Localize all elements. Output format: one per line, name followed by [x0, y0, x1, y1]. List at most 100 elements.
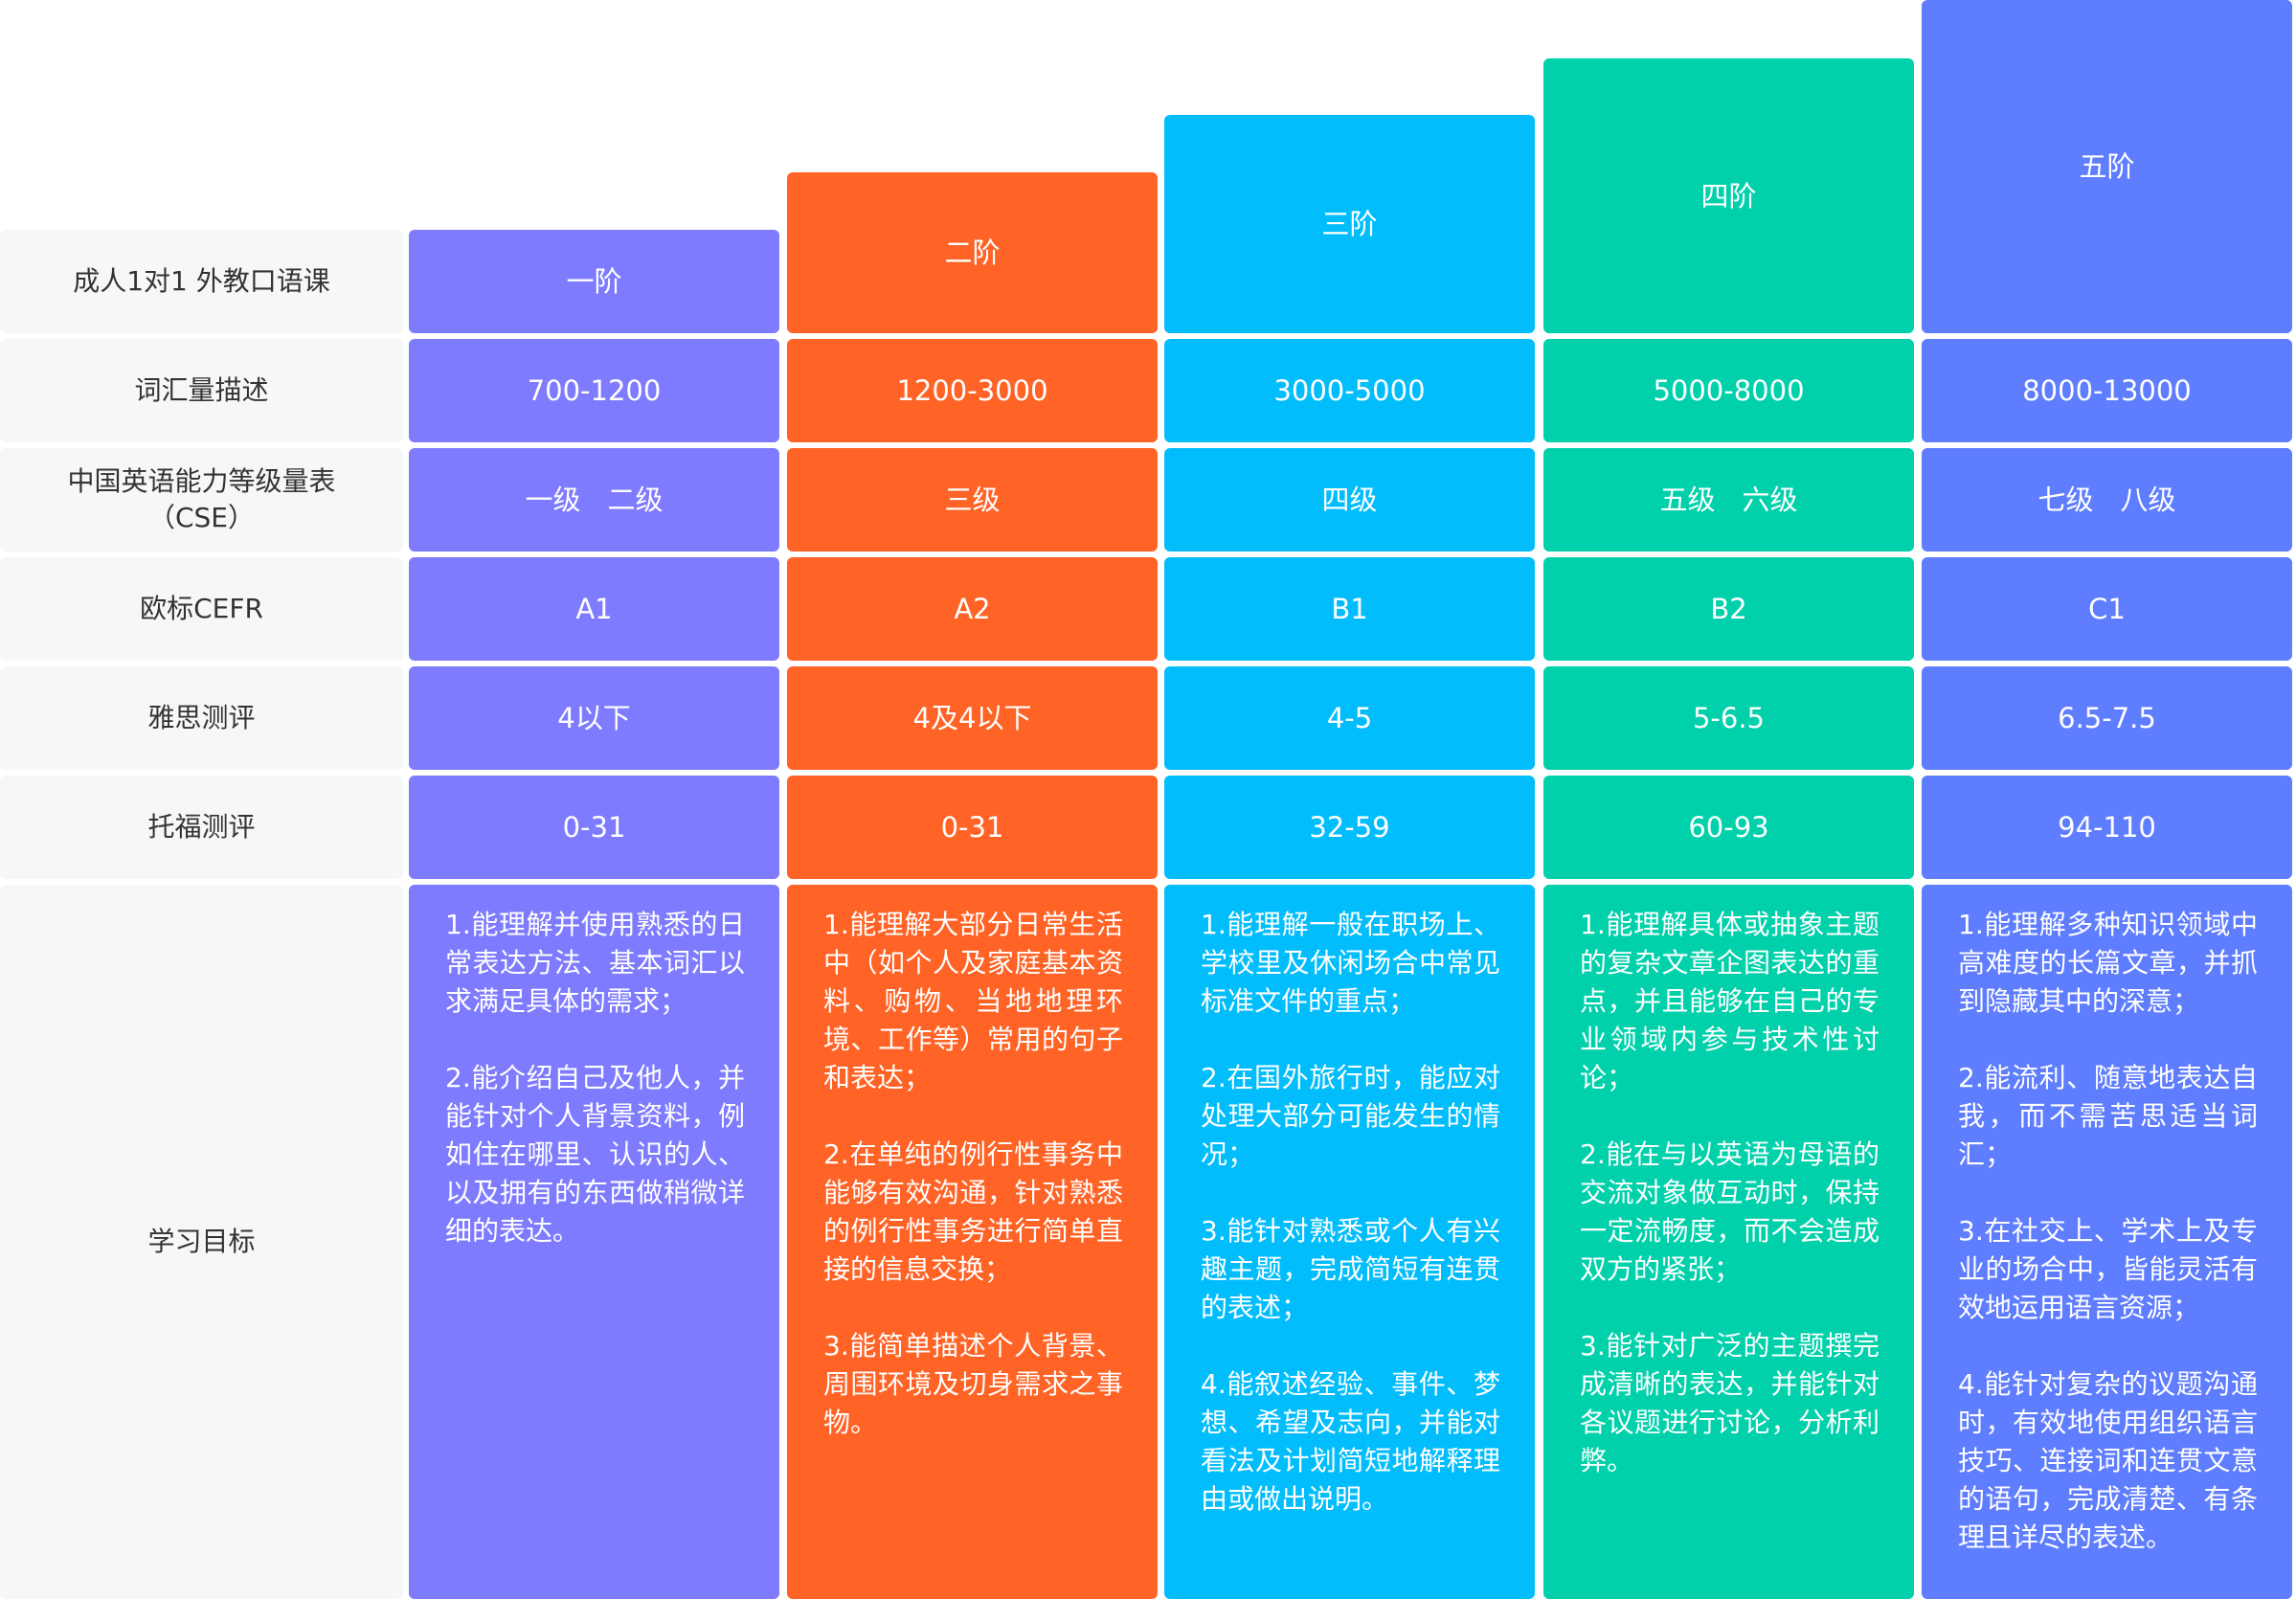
row-label-vocab-text: 词汇量描述: [134, 374, 269, 406]
goal-list: 1.能理解并使用熟悉的日常表达方法、基本词汇以求满足具体的需求； 2.能介绍自己及…: [445, 906, 745, 1289]
level-1-goals-cell: 1.能理解并使用熟悉的日常表达方法、基本词汇以求满足具体的需求； 2.能介绍自己及…: [409, 885, 779, 1599]
level-ielts-value: 4及4以下: [912, 702, 1032, 734]
level-5-vocab-cell: 8000-13000: [1922, 339, 2292, 442]
goal-item: 2.在国外旅行时，能应对处理大部分可能发生的情况；: [1201, 1062, 1500, 1170]
level-2-cse-cell: 三级: [787, 448, 1158, 552]
cse-level: 六级: [1742, 484, 1798, 516]
goal-list: 1.能理解一般在职场上、学校里及休闲场合中常见标准文件的重点； 2.在国外旅行时，…: [1201, 906, 1500, 1557]
cse-level: 八级: [2120, 484, 2176, 516]
level-name: 三阶: [1321, 208, 1378, 240]
level-4-vocab-cell: 5000-8000: [1543, 339, 1914, 442]
level-cefr-value: B1: [1331, 593, 1368, 625]
cse-level: 七级: [2037, 484, 2094, 516]
cse-levels: 四级: [1321, 482, 1377, 518]
level-2-goals-cell: 1.能理解大部分日常生活中（如个人及家庭基本资料、购物、当地地理环境、工作等）常…: [787, 885, 1158, 1599]
row-label-goals-text: 学习目标: [147, 1226, 256, 1257]
goal-item: 1.能理解多种知识领域中高难度的长篇文章，并抓到隐藏其中的深意；: [1958, 909, 2258, 1017]
goal-list: 1.能理解大部分日常生活中（如个人及家庭基本资料、购物、当地地理环境、工作等）常…: [823, 906, 1123, 1480]
level-1-vocab-cell: 700-1200: [409, 339, 779, 442]
goal-item: 2.能在与以英语为母语的交流对象做互动时，保持一定流畅度，而不会造成双方的紧张；: [1580, 1138, 1880, 1285]
level-cefr-value: B2: [1710, 593, 1747, 625]
row-label-cse: 中国英语能力等级量表 （CSE）: [0, 448, 403, 552]
cse-level: 二级: [607, 484, 664, 516]
goal-item: 3.在社交上、学术上及专业的场合中，皆能灵活有效地运用语言资源；: [1958, 1215, 2258, 1323]
row-label-cse-line1: 中国英语能力等级量表: [67, 465, 336, 497]
cse-level: 一级: [525, 484, 581, 516]
cse-levels: 三级: [944, 482, 1000, 518]
level-cefr-value: A2: [954, 593, 991, 625]
level-1-ielts-cell: 4以下: [409, 666, 779, 770]
level-4-toefl-cell: 60-93: [1543, 776, 1914, 879]
level-ielts-value: 4-5: [1326, 702, 1373, 734]
level-header-1: 一阶: [409, 230, 779, 333]
level-4-ielts-cell: 5-6.5: [1543, 666, 1914, 770]
level-header-4: 四阶: [1543, 58, 1914, 333]
level-vocab-value: 3000-5000: [1273, 374, 1426, 407]
level-2-vocab-cell: 1200-3000: [787, 339, 1158, 442]
cse-level: 五级: [1659, 484, 1716, 516]
level-3-toefl-cell: 32-59: [1164, 776, 1535, 879]
goal-item: 1.能理解具体或抽象主题的复杂文章企图表达的重点，并且能够在自己的专业领域内参与…: [1580, 909, 1880, 1093]
level-name: 五阶: [2079, 150, 2135, 183]
level-3-cse-cell: 四级: [1164, 448, 1535, 552]
level-3-goals-cell: 1.能理解一般在职场上、学校里及休闲场合中常见标准文件的重点； 2.在国外旅行时，…: [1164, 885, 1535, 1599]
level-cefr-value: C1: [2088, 593, 2126, 625]
row-label-ielts: 雅思测评: [0, 666, 403, 770]
level-toefl-value: 94-110: [2058, 811, 2156, 844]
row-label-toefl: 托福测评: [0, 776, 403, 879]
level-vocab-value: 8000-13000: [2022, 374, 2192, 407]
level-name: 一阶: [566, 265, 622, 298]
level-name: 四阶: [1700, 179, 1757, 213]
level-1-toefl-cell: 0-31: [409, 776, 779, 879]
cse-level: 三级: [944, 484, 1001, 516]
goal-item: 3.能针对广泛的主题撰完成清晰的表达，并能针对各议题进行讨论，分析利弊。: [1580, 1330, 1880, 1476]
level-5-toefl-cell: 94-110: [1922, 776, 2292, 879]
goal-list: 1.能理解多种知识领域中高难度的长篇文章，并抓到隐藏其中的深意； 2.能流利、随意…: [1958, 906, 2258, 1595]
level-toefl-value: 0-31: [940, 811, 1004, 844]
level-vocab-value: 5000-8000: [1653, 374, 1805, 407]
level-ielts-value: 5-6.5: [1692, 702, 1766, 734]
row-label-goals: 学习目标: [0, 885, 403, 1599]
row-label-vocab: 词汇量描述: [0, 339, 403, 442]
level-5-ielts-cell: 6.5-7.5: [1922, 666, 2292, 770]
level-header-2: 二阶: [787, 172, 1158, 333]
row-label-course: 成人1对1 外教口语课: [0, 230, 403, 333]
cse-levels: 五级六级: [1659, 482, 1797, 518]
level-4-cefr-cell: B2: [1543, 557, 1914, 661]
level-name: 二阶: [944, 236, 1001, 269]
cse-level: 四级: [1321, 484, 1378, 516]
level-5-goals-cell: 1.能理解多种知识领域中高难度的长篇文章，并抓到隐藏其中的深意； 2.能流利、随意…: [1922, 885, 2292, 1599]
level-header-5: 五阶: [1922, 0, 2292, 333]
row-label-cse-line2: （CSE）: [147, 502, 256, 533]
cse-levels: 一级二级: [525, 482, 663, 518]
level-3-ielts-cell: 4-5: [1164, 666, 1535, 770]
level-header-3: 三阶: [1164, 115, 1535, 333]
row-label-toefl-text: 托福测评: [147, 811, 256, 843]
goal-item: 1.能理解并使用熟悉的日常表达方法、基本词汇以求满足具体的需求；: [445, 909, 745, 1017]
goal-item: 1.能理解大部分日常生活中（如个人及家庭基本资料、购物、当地地理环境、工作等）常…: [823, 909, 1123, 1093]
goal-list: 1.能理解具体或抽象主题的复杂文章企图表达的重点，并且能够在自己的专业领域内参与…: [1580, 906, 1880, 1519]
goal-item: 1.能理解一般在职场上、学校里及休闲场合中常见标准文件的重点；: [1201, 909, 1500, 1017]
goal-item: 3.能针对熟悉或个人有兴趣主题，完成简短有连贯的表述；: [1201, 1215, 1500, 1323]
level-2-cefr-cell: A2: [787, 557, 1158, 661]
level-4-cse-cell: 五级六级: [1543, 448, 1914, 552]
goal-item: 2.能介绍自己及他人，并能针对个人背景资料，例如住在哪里、认识的人、以及拥有的东…: [445, 1062, 745, 1247]
level-2-ielts-cell: 4及4以下: [787, 666, 1158, 770]
goal-item: 2.在单纯的例行性事务中能够有效沟通，针对熟悉的例行性事务进行简单直接的信息交换…: [823, 1138, 1123, 1285]
level-5-cefr-cell: C1: [1922, 557, 2292, 661]
level-3-vocab-cell: 3000-5000: [1164, 339, 1535, 442]
level-ielts-value: 4以下: [557, 702, 631, 734]
row-label-cefr-text: 欧标CEFR: [140, 593, 263, 624]
level-5-cse-cell: 七级八级: [1922, 448, 2292, 552]
level-toefl-value: 0-31: [562, 811, 626, 844]
level-2-toefl-cell: 0-31: [787, 776, 1158, 879]
row-label-ielts-text: 雅思测评: [147, 702, 256, 733]
level-ielts-value: 6.5-7.5: [2058, 702, 2156, 734]
goal-item: 2.能流利、随意地表达自我，而不需苦思适当词汇；: [1958, 1062, 2258, 1170]
goal-item: 4.能针对复杂的议题沟通时，有效地使用组织语言技巧、连接词和连贯文意的语句，完成…: [1958, 1368, 2258, 1553]
level-1-cse-cell: 一级二级: [409, 448, 779, 552]
goal-item: 4.能叙述经验、事件、梦想、希望及志向，并能对看法及计划简短地解释理由或做出说明…: [1201, 1368, 1500, 1515]
level-3-cefr-cell: B1: [1164, 557, 1535, 661]
level-vocab-value: 700-1200: [527, 374, 662, 407]
